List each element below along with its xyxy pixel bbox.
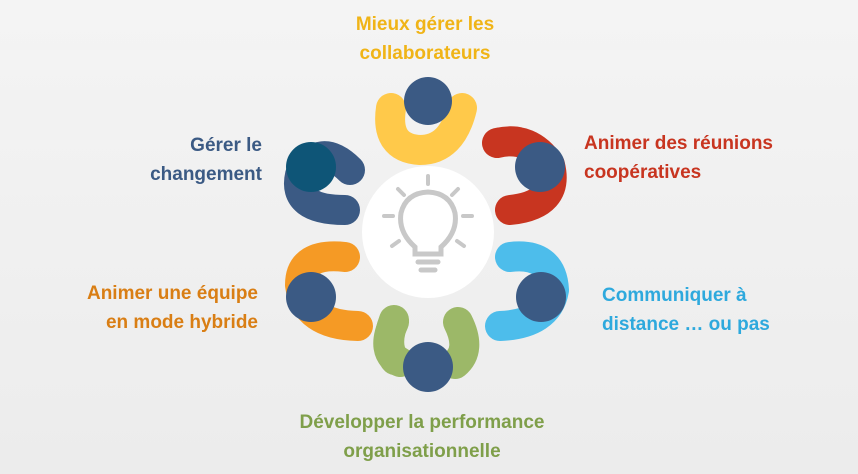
label-left-bottom-line1: Animer une équipe (86, 283, 258, 304)
label-left-top: Gérer le changement (150, 131, 262, 189)
head-right-bottom (516, 272, 566, 322)
label-left-top-line2: changement (150, 164, 262, 185)
label-right-top-line1: Animer des réunions (584, 133, 773, 154)
head-top (404, 77, 452, 125)
center-disc (362, 166, 494, 298)
label-top: Mieux gérer les collaborateurs (322, 10, 528, 68)
label-right-bottom-line2: distance … ou pas (602, 314, 770, 335)
head-left-bottom (286, 272, 336, 322)
figure-arms-yellow (375, 93, 477, 165)
label-bottom: Développer la performance organisationne… (262, 408, 582, 466)
figure-arms-green-base (374, 305, 410, 375)
label-top-line2: collaborateurs (359, 43, 491, 64)
label-right-bottom-line1: Communiquer à (602, 285, 747, 306)
label-left-bottom-line2: en mode hybride (105, 312, 258, 333)
label-bottom-line1: Développer la performance (299, 412, 545, 433)
label-bottom-line2: organisationnelle (343, 441, 501, 462)
label-right-top-line2: coopératives (584, 162, 702, 183)
label-left-top-line1: Gérer le (190, 135, 262, 156)
lightbulb-icon (382, 174, 474, 273)
label-left-bottom: Animer une équipe en mode hybride (87, 279, 258, 337)
label-top-line1: Mieux gérer les (355, 14, 495, 35)
head-right-top (515, 142, 565, 192)
label-right-top: Animer des réunions coopératives (584, 129, 773, 187)
head-bottom (403, 342, 453, 392)
head-left-top (286, 142, 336, 192)
label-right-bottom: Communiquer à distance … ou pas (602, 281, 770, 339)
